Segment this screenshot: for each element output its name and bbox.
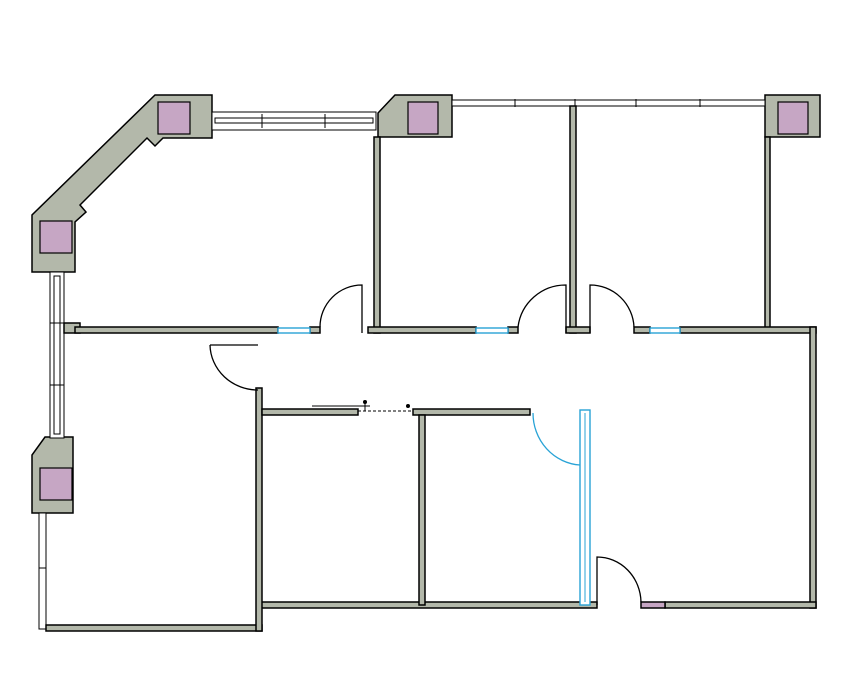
column-top-left-angled	[31, 94, 213, 273]
walls	[45, 105, 817, 632]
window-top-left	[211, 111, 377, 131]
window-left-upper	[49, 271, 65, 439]
doors	[209, 284, 642, 605]
opening-marker	[312, 400, 413, 412]
door-swing	[209, 344, 259, 391]
column-top-middle	[377, 94, 453, 138]
window-left-lower	[38, 512, 47, 630]
door-swing	[596, 556, 642, 605]
door-swing	[532, 412, 581, 466]
column-top-right	[764, 94, 821, 138]
glass-partitions	[277, 327, 681, 606]
door-swing	[517, 284, 567, 333]
door-swing	[589, 284, 635, 333]
window-top-right	[451, 99, 766, 107]
door-swing	[319, 284, 363, 333]
column-bottom-left	[31, 436, 74, 514]
